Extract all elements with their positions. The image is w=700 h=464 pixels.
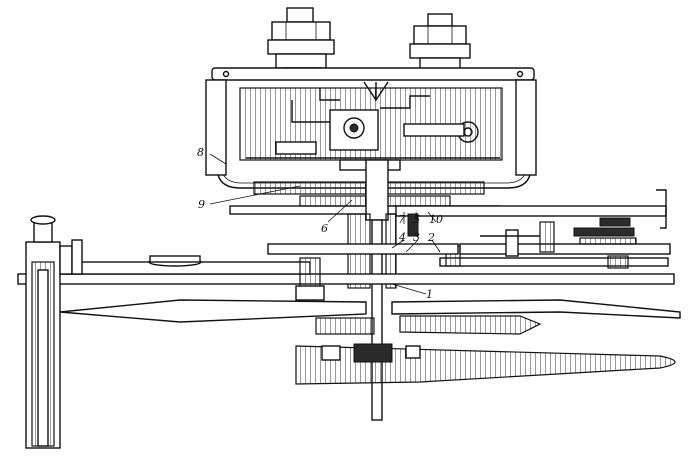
main-plate [17,243,675,301]
lower-blade [295,343,676,385]
callout-7: 7 [398,213,405,226]
callout-2: 2 [427,231,435,244]
upper-blade [59,299,681,335]
housing [205,79,537,189]
callout-5: 5 [413,213,420,226]
callout-4: 4 [398,231,406,244]
callout-9: 9 [198,198,205,211]
cover-plate [211,67,535,81]
callout-10: 10 [429,213,443,226]
left-column [25,215,83,449]
gear-train-platform [395,189,671,269]
callout-1: 1 [426,288,433,301]
callout-3: 3 [413,231,420,244]
callout-8: 8 [197,146,204,159]
callout-6: 6 [321,222,328,235]
leader-lines [209,153,441,295]
